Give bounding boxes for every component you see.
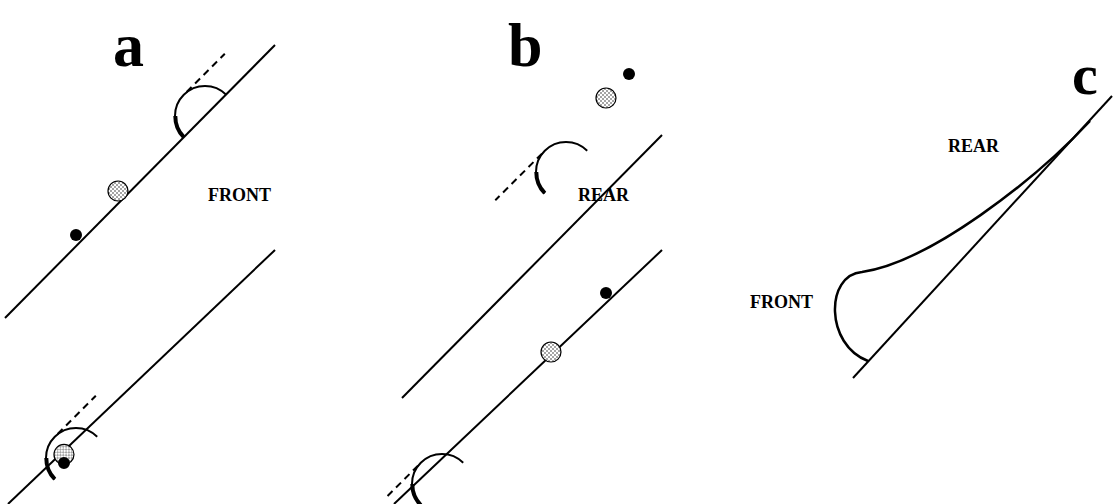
particle xyxy=(600,287,612,299)
cell-dome xyxy=(163,54,246,137)
bead xyxy=(108,181,128,201)
direction-label: REAR xyxy=(578,186,629,204)
direction-label: FRONT xyxy=(750,293,813,311)
cell-dome xyxy=(34,396,118,480)
cell-dome xyxy=(495,130,587,222)
particle xyxy=(623,68,635,80)
panel-letter: c xyxy=(1072,46,1098,104)
particle xyxy=(70,229,82,241)
direction-label: REAR xyxy=(948,137,999,155)
bead xyxy=(596,88,616,108)
surface-line xyxy=(8,250,275,504)
direction-label: FRONT xyxy=(208,186,271,204)
surface-line xyxy=(5,45,275,318)
cell-teardrop xyxy=(835,121,1090,361)
cell-dome xyxy=(385,442,463,504)
surface-line xyxy=(394,250,662,504)
panel-letter: b xyxy=(508,14,542,76)
surface-line xyxy=(402,135,662,398)
bead xyxy=(541,342,561,362)
panel-letter: a xyxy=(113,14,144,76)
